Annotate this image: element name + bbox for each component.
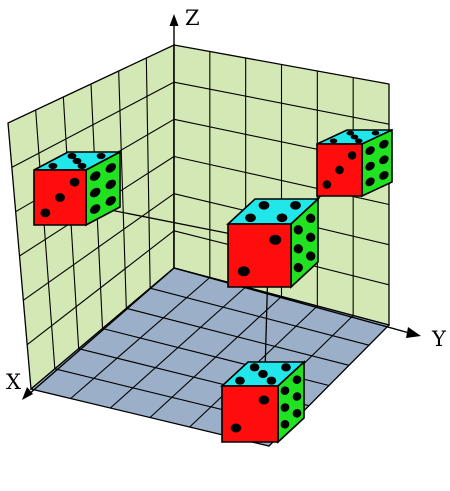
pip bbox=[72, 157, 82, 165]
dice-group bbox=[33, 128, 393, 444]
pip bbox=[292, 375, 302, 384]
pip bbox=[89, 171, 101, 181]
pip bbox=[292, 409, 302, 418]
pip bbox=[350, 134, 359, 140]
pip bbox=[89, 187, 101, 198]
pip bbox=[230, 423, 242, 433]
z-axis-arrowhead bbox=[169, 14, 179, 26]
y-axis-label: Y bbox=[431, 327, 447, 351]
pip bbox=[40, 208, 51, 218]
pip bbox=[306, 213, 316, 223]
pip bbox=[306, 251, 316, 261]
die-center bbox=[225, 197, 321, 289]
pip bbox=[365, 161, 375, 171]
pip bbox=[346, 130, 355, 136]
pip bbox=[105, 179, 117, 190]
pip bbox=[306, 232, 316, 242]
coordinate-box bbox=[7, 43, 391, 447]
x-axis-arrowhead bbox=[22, 387, 33, 400]
pip bbox=[237, 266, 250, 277]
x-axis bbox=[27, 267, 175, 396]
pip bbox=[96, 152, 106, 160]
pip bbox=[379, 171, 389, 180]
pip bbox=[365, 177, 375, 187]
die-left-wall bbox=[33, 150, 121, 227]
pip bbox=[293, 225, 303, 235]
pip bbox=[293, 262, 303, 273]
die-front-face bbox=[227, 223, 292, 288]
pip bbox=[67, 152, 77, 160]
pip bbox=[258, 395, 270, 405]
pip bbox=[249, 363, 260, 372]
back-wall-grid-line bbox=[173, 81, 390, 125]
pip bbox=[280, 420, 290, 429]
pip bbox=[365, 146, 375, 155]
pip bbox=[322, 180, 332, 189]
pip bbox=[105, 163, 117, 173]
pip bbox=[335, 165, 344, 175]
pip bbox=[276, 213, 288, 223]
x-axis-label: X bbox=[6, 370, 21, 394]
pip bbox=[354, 138, 363, 144]
pip bbox=[292, 392, 302, 401]
pip bbox=[379, 155, 389, 165]
pip bbox=[235, 376, 245, 385]
die-back-wall bbox=[316, 128, 393, 198]
y-axis bbox=[173, 267, 414, 335]
die-floor bbox=[219, 360, 307, 444]
pip bbox=[77, 162, 87, 170]
pip bbox=[371, 130, 380, 136]
pip bbox=[281, 363, 291, 372]
pip bbox=[329, 138, 338, 144]
pip bbox=[290, 201, 301, 210]
axes: Z Y X bbox=[6, 6, 447, 400]
pip bbox=[245, 213, 256, 223]
pip bbox=[55, 193, 65, 202]
pip bbox=[105, 196, 117, 206]
pip bbox=[258, 369, 268, 379]
pip bbox=[379, 139, 389, 149]
pip bbox=[347, 151, 357, 160]
pip bbox=[258, 201, 270, 210]
pip bbox=[69, 177, 80, 187]
pip bbox=[48, 162, 58, 170]
pip bbox=[280, 386, 290, 395]
pip bbox=[89, 204, 101, 214]
die-front-face bbox=[221, 385, 279, 443]
left-wall-grid-line bbox=[11, 81, 175, 168]
pip bbox=[266, 376, 277, 385]
z-axis-label: Z bbox=[185, 6, 200, 30]
pip bbox=[293, 244, 303, 254]
y-axis-arrowhead bbox=[406, 327, 421, 338]
pip bbox=[269, 234, 282, 245]
pip bbox=[280, 403, 290, 412]
